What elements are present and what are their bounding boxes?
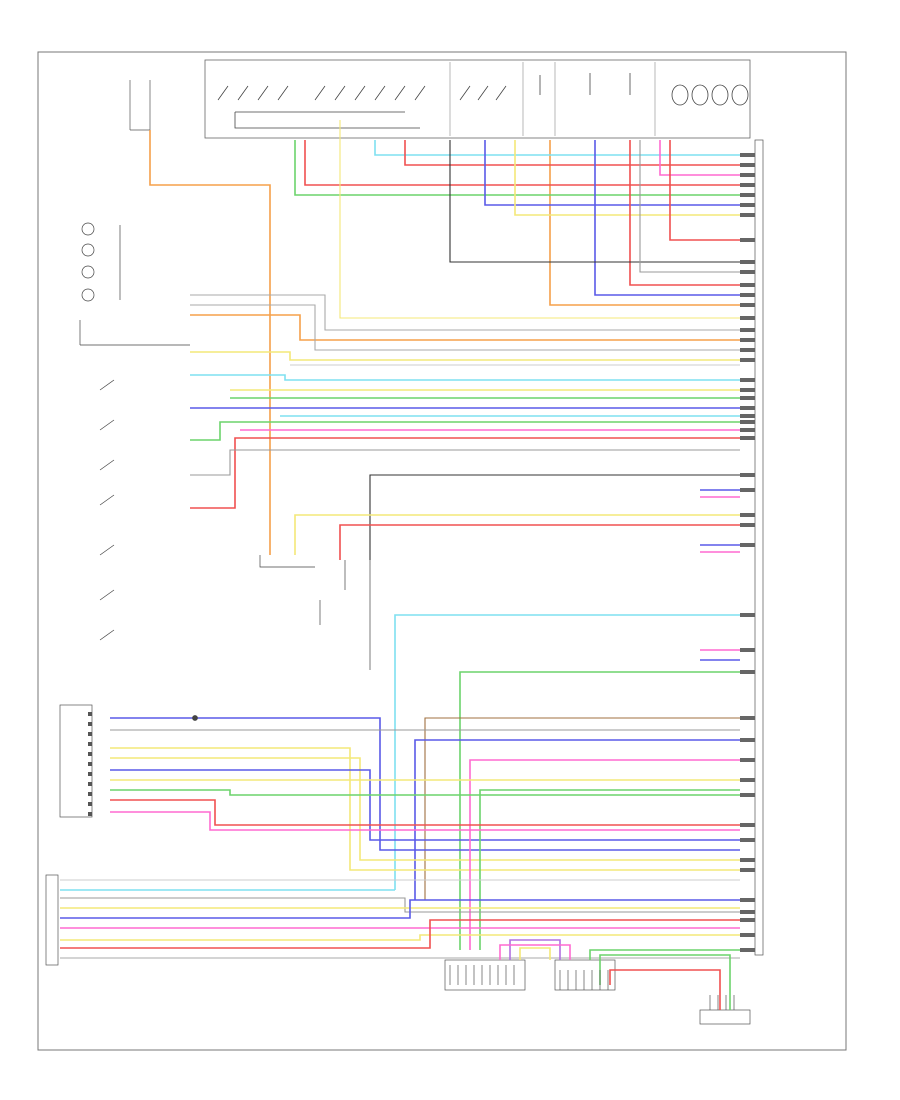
left-fuse-block xyxy=(129,80,151,131)
wires xyxy=(60,120,740,1010)
mirror-switch-symbols xyxy=(81,222,121,302)
left-connector-pins xyxy=(88,712,92,816)
bottom-connector-3 xyxy=(699,1009,751,1025)
top-switch-contacts xyxy=(217,73,749,129)
bottom-connector-pins xyxy=(449,965,735,1010)
left-connector-block xyxy=(59,704,93,818)
bottom-left-connector xyxy=(45,874,59,966)
right-main-connector xyxy=(754,139,764,956)
bottom-connector-1 xyxy=(444,959,526,991)
left-switch-column xyxy=(79,320,190,641)
diagram-border xyxy=(37,51,847,1051)
wire-end-labels xyxy=(740,153,755,952)
small-components xyxy=(192,555,371,721)
switch-panel-block xyxy=(204,59,751,139)
bottom-connector-2 xyxy=(554,959,616,991)
